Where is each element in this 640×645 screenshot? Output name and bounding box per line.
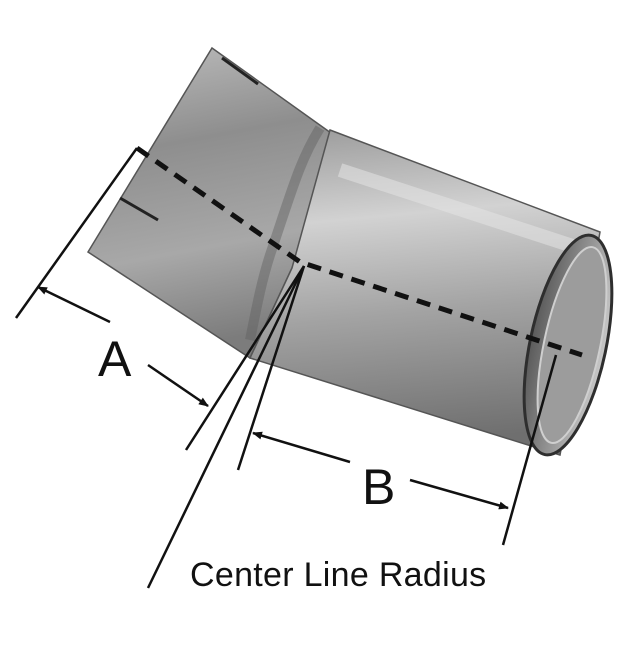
center-line-radius-label: Center Line Radius — [190, 556, 487, 594]
pipe-outlet-section — [248, 129, 601, 456]
dimension-a-extension — [14, 147, 139, 319]
dimension-a — [14, 147, 209, 408]
inlet-slot-top — [221, 56, 259, 86]
dimension-a-arrow-right — [147, 363, 209, 408]
pipe-open-end-inner — [536, 246, 608, 444]
pipe-highlight — [337, 163, 588, 257]
dimension-b-arrow-right — [409, 478, 509, 510]
radius-line-1 — [184, 265, 306, 451]
dimension-b-label: B — [362, 459, 396, 515]
radius-line-2 — [146, 265, 306, 589]
dimension-a-label: A — [98, 331, 132, 387]
dimension-b-arrow-left — [252, 431, 351, 464]
radius-line-3 — [236, 265, 306, 471]
dimension-a-arrow-left — [37, 285, 111, 324]
dimension-b-extension — [501, 354, 558, 546]
center-line-dashed — [135, 145, 583, 358]
dimension-b — [252, 354, 558, 546]
radius-lines — [146, 265, 306, 589]
inlet-slot-bottom — [119, 196, 159, 222]
bend-seam-shadow — [245, 125, 325, 341]
pipe-body — [86, 46, 614, 457]
